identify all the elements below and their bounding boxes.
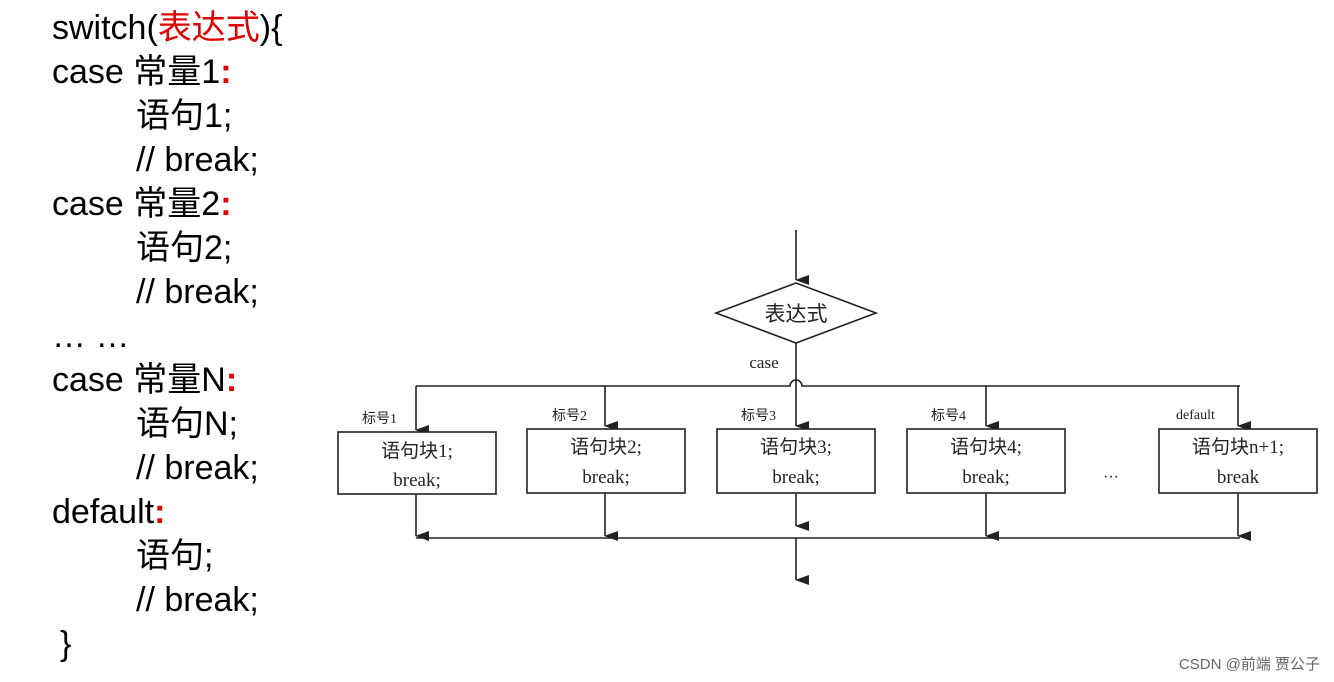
block-n1-line1: 语句块n+1;	[1192, 436, 1284, 458]
code-line-stmtN: 语句N;	[136, 405, 238, 443]
block-1-line2: break;	[393, 470, 440, 491]
flow-ellipsis: ···	[1103, 469, 1119, 486]
diamond-label: 表达式	[765, 302, 828, 326]
block-2	[526, 428, 686, 494]
code-line-stmt-default: 语句;	[136, 537, 214, 575]
code-line-caseN: case 常量N:	[52, 361, 238, 399]
branch-label-1: 标号1	[362, 411, 397, 427]
code-line-case1: case 常量1:	[52, 53, 232, 91]
code-line-stmt1: 语句1;	[136, 97, 233, 135]
branch-label-4: 标号4	[931, 408, 966, 424]
block-2-line2: break;	[582, 467, 629, 488]
block-n1-line2: break	[1217, 467, 1260, 488]
code-line-dots: … …	[52, 317, 130, 355]
block-3-line2: break;	[772, 467, 819, 488]
block-1	[337, 431, 497, 495]
block-4-line2: break;	[962, 467, 1009, 488]
code-line-close: }	[60, 625, 72, 663]
block-2-line1: 语句块2;	[570, 436, 642, 458]
code-line-breakN: // break;	[136, 449, 259, 487]
case-bus	[416, 379, 1240, 387]
block-3-line1: 语句块3;	[760, 436, 832, 458]
code-line-break2: // break;	[136, 273, 259, 311]
code-line-stmt2: 语句2;	[136, 229, 233, 267]
block-1-line1: 语句块1;	[381, 440, 453, 462]
branch-label-2: 标号2	[552, 408, 587, 424]
code-line-switch: switch(表达式){	[52, 9, 283, 47]
branch-label-default: default	[1176, 408, 1215, 423]
block-n1	[1158, 428, 1318, 494]
block-3	[716, 428, 876, 494]
case-label: case	[749, 353, 778, 372]
block-4-line1: 语句块4;	[950, 436, 1022, 458]
code-line-break1: // break;	[136, 141, 259, 179]
code-line-case2: case 常量2:	[52, 185, 232, 223]
code-line-break-default: // break;	[136, 581, 259, 619]
watermark: CSDN @前端 贾公子	[1178, 656, 1320, 673]
branch-label-3: 标号3	[741, 408, 776, 424]
code-line-default: default:	[52, 493, 166, 531]
